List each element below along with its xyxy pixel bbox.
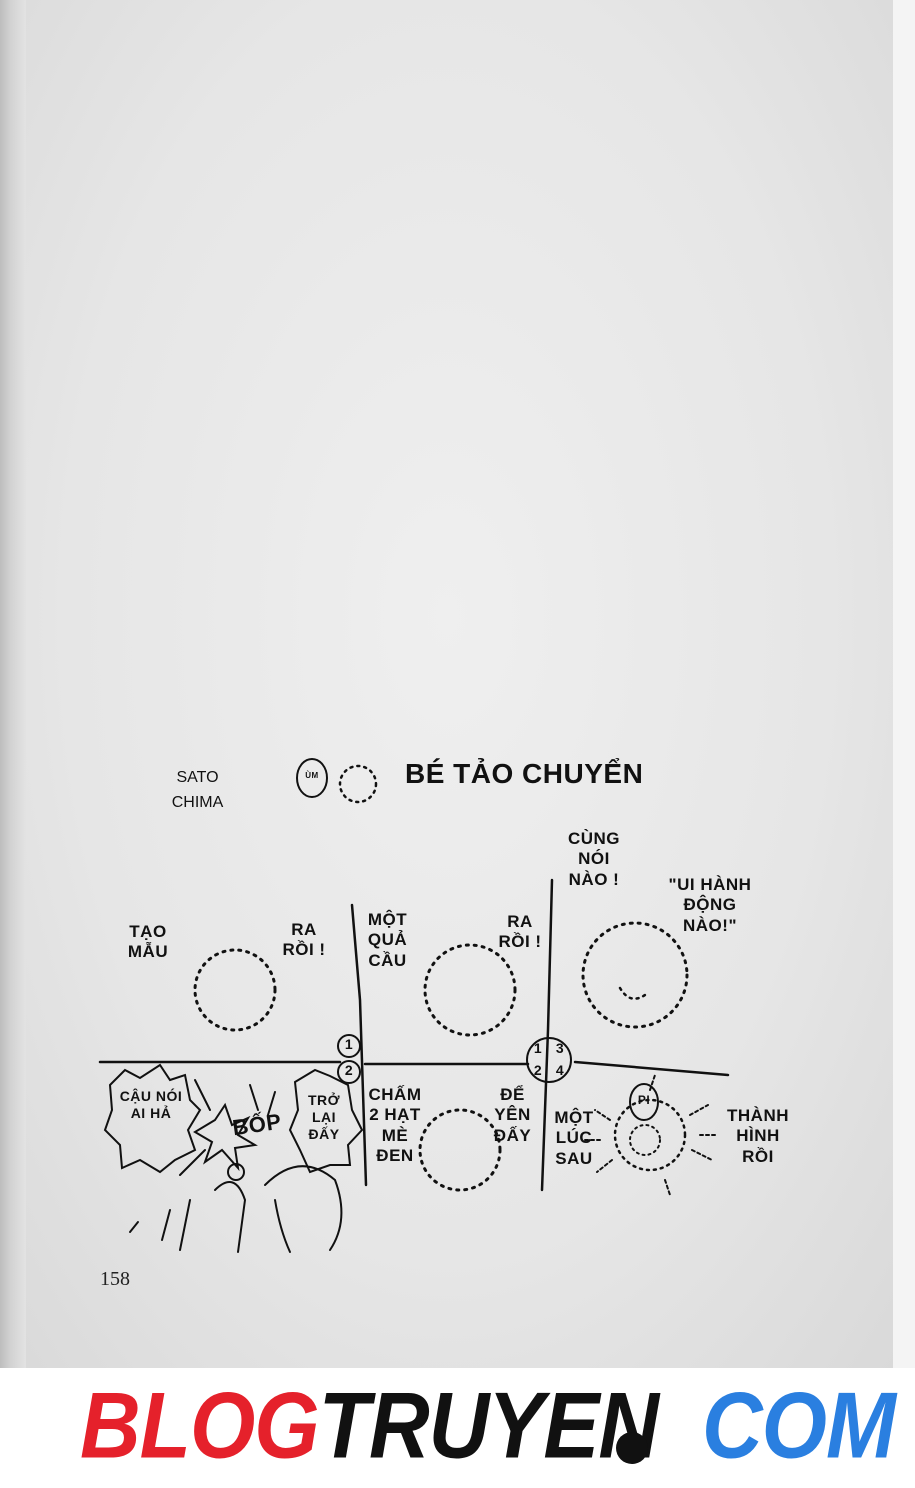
speech-cau-noi-ai-ha: CẬU NÓI AI HẢ <box>119 1088 183 1121</box>
caption-cham-2-hat-me-den: CHẤM 2 HẠT MÈ ĐEN <box>368 1085 422 1166</box>
blob-top-left <box>193 948 277 1032</box>
caption-mot-luc-sau: MỘT LÚC SAU <box>554 1108 594 1168</box>
panel-number: 2 <box>533 1062 543 1078</box>
hum-text: ÙM <box>305 771 319 780</box>
character-head <box>264 1165 343 1253</box>
panel-number: 1 <box>533 1040 543 1056</box>
page-number: 158 <box>100 1268 130 1290</box>
watermark-dot <box>616 1432 648 1464</box>
comic-line-art <box>98 758 730 1253</box>
blob-top-right <box>581 921 689 1029</box>
bubble-pi: PI <box>637 1093 651 1107</box>
caption-ra-roi-2: RA RỒI ! <box>498 912 542 952</box>
impact-burst <box>193 1102 258 1172</box>
watermark-part-truyen: TRUYEN <box>318 1372 659 1478</box>
caption-ra-roi: RA RỒI ! <box>282 920 326 960</box>
watermark-part-blog: BLOG <box>80 1372 320 1478</box>
caption-ui-hanh-dong: "UI HÀNH ĐỘNG NÀO!" <box>668 875 752 935</box>
header-dotted-blob <box>338 764 378 804</box>
blob-mouth <box>618 986 647 1000</box>
speech-bubble-left <box>103 1063 202 1174</box>
hum-bubble <box>296 758 328 798</box>
caption-cung-noi-nao: CÙNG NÓI NÀO ! <box>567 829 621 889</box>
pi-bubble <box>629 1083 659 1121</box>
divider-horizontal <box>98 1060 730 1077</box>
watermark-banner <box>0 1368 915 1488</box>
chapter-title: BÉ TẢO CHUYỂN <box>405 758 644 789</box>
caption-thanh-hinh-roi: THÀNH HÌNH RỒI <box>727 1106 789 1166</box>
blob-bottom-middle <box>418 1108 502 1192</box>
character-fist <box>227 1163 245 1181</box>
small-mark <box>129 1221 139 1233</box>
num-circle-2a <box>337 1060 361 1084</box>
action-lines <box>161 1079 276 1251</box>
blob-bottom-right-inner <box>629 1124 661 1156</box>
blob-bottom-right <box>613 1098 687 1172</box>
divider-right <box>540 878 554 1192</box>
panel-number: 2 <box>344 1062 354 1078</box>
speech-bubble-right <box>288 1068 364 1174</box>
character-hand <box>214 1181 247 1253</box>
panel-number: 4 <box>555 1062 565 1078</box>
caption-tao-mau: TẠO MẪU <box>127 922 169 962</box>
caption-mot-qua-cau: MỘT QUẢ CẦU <box>367 910 408 970</box>
radiating-lines <box>584 1074 719 1196</box>
caption-de-yen-day: ĐỂ YÊN ĐẤY <box>493 1085 532 1145</box>
binding-gutter <box>0 0 26 1368</box>
author-name: SATO CHIMA <box>171 769 224 811</box>
num-circle-1a <box>337 1034 361 1058</box>
blob-top-middle <box>423 943 517 1037</box>
speech-tro-lai-day: TRỞ LẠI ĐẤY <box>307 1092 341 1142</box>
panel-number: 3 <box>555 1040 565 1056</box>
divider-left <box>350 903 368 1187</box>
page-edge <box>893 0 915 1368</box>
watermark-part-com: COM <box>702 1372 896 1478</box>
panel-number: 1 <box>344 1036 354 1052</box>
num-circle-13 <box>526 1037 572 1083</box>
manga-page <box>0 0 895 1368</box>
